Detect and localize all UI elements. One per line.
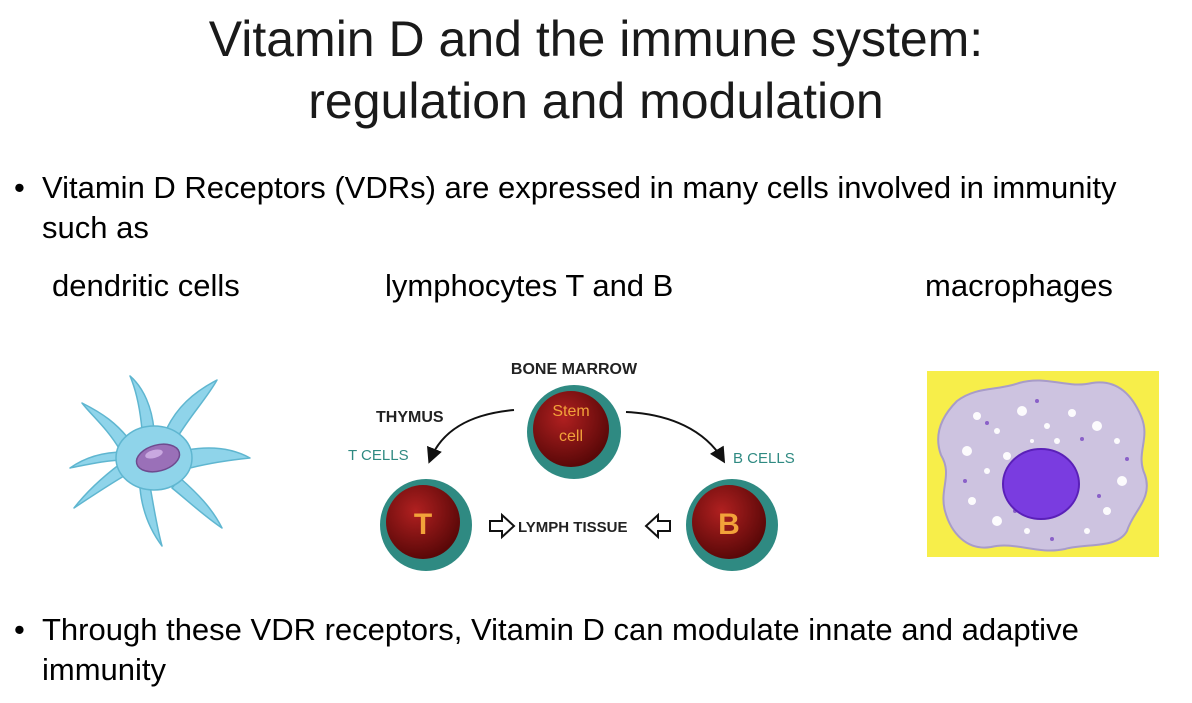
bullet-dot: • — [14, 612, 25, 647]
lymphocyte-diagram: BONE MARROW Stem cell THYMUS T CELLS B C… — [348, 361, 795, 571]
b-cells-label: B CELLS — [733, 450, 795, 467]
label-macrophages: macrophages — [925, 268, 1113, 303]
arrow-to-b-cell — [625, 411, 726, 464]
arrow-to-t-cell — [427, 409, 515, 464]
bullet-vdr-modulation: • Through these VDR receptors, Vitamin D… — [14, 610, 1174, 690]
bone-marrow-label: BONE MARROW — [511, 361, 638, 378]
macrophage-illustration — [927, 371, 1159, 557]
slide-title: Vitamin D and the immune system: regulat… — [0, 8, 1192, 132]
lymph-tissue-label: LYMPH TISSUE — [518, 519, 627, 536]
bullet-vdr-expression: • Vitamin D Receptors (VDRs) are express… — [14, 168, 1174, 248]
stem-cell-label-line1: Stem — [552, 403, 589, 420]
title-line-1: Vitamin D and the immune system: — [208, 11, 984, 67]
hollow-arrow-right — [489, 512, 516, 540]
t-cell-letter: T — [414, 508, 432, 541]
label-lymphocytes: lymphocytes T and B — [385, 268, 674, 303]
b-cell-letter: B — [718, 508, 740, 541]
hollow-arrow-left — [644, 512, 671, 540]
b-cell: B — [686, 479, 778, 571]
label-dendritic-cells: dendritic cells — [52, 268, 240, 303]
dendritic-cell-illustration — [69, 375, 251, 547]
bullet-dot: • — [14, 170, 25, 205]
stem-cell-label-line2: cell — [559, 428, 583, 445]
t-cells-label: T CELLS — [348, 447, 409, 464]
bullet-text: Vitamin D Receptors (VDRs) are expressed… — [42, 170, 1117, 245]
stem-cell: Stem cell — [527, 385, 621, 479]
thymus-label: THYMUS — [376, 409, 444, 426]
macrophage-nucleus — [1002, 448, 1080, 520]
title-line-2: regulation and modulation — [308, 73, 884, 129]
t-cell: T — [380, 479, 472, 571]
dendritic-nucleus — [135, 443, 181, 473]
bullet-text: Through these VDR receptors, Vitamin D c… — [42, 612, 1079, 687]
